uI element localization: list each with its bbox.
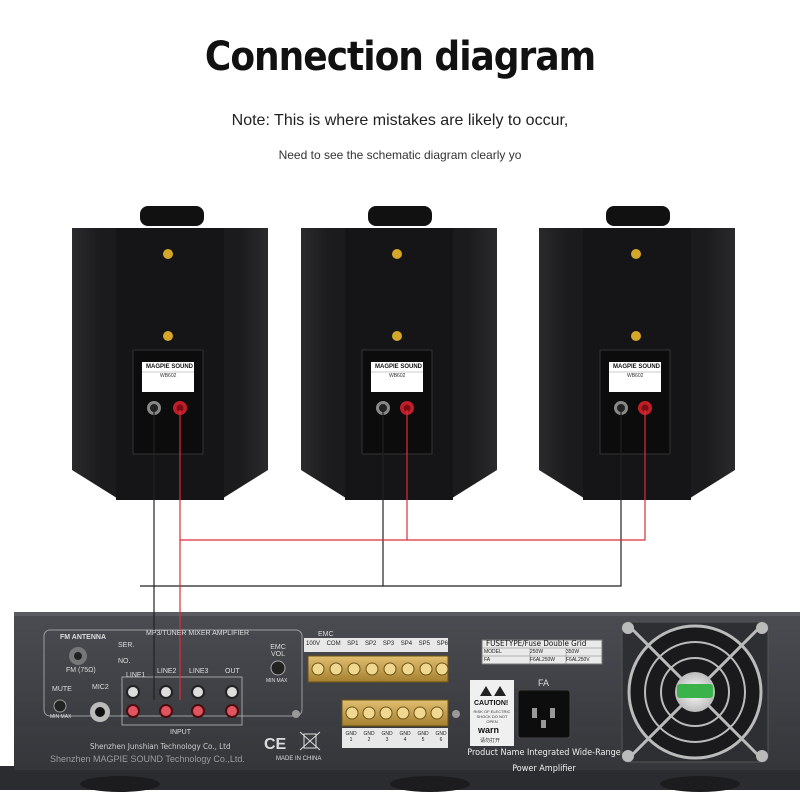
fm-antenna-label: FM ANTENNA <box>60 634 107 641</box>
out-label: OUT <box>225 668 240 675</box>
speaker-terminal-red[interactable] <box>400 401 414 415</box>
cooling-fan <box>621 621 769 763</box>
emc-volume-knob[interactable] <box>270 660 286 676</box>
mount-screw-icon <box>392 249 402 259</box>
serial-label: SER. <box>118 642 135 649</box>
number-label: NO. <box>118 658 131 665</box>
speaker-2 <box>301 206 497 500</box>
terminal-label: COM <box>326 641 341 647</box>
speaker-output-terminal-strip[interactable] <box>307 655 449 683</box>
gnd-label: GND 5 <box>417 731 429 743</box>
panel-title: MP3/TUNER MIXER AMPLIFIER <box>146 630 250 637</box>
terminal-label: SP4 <box>400 641 413 647</box>
emc-range-label: MIN MAX <box>266 678 288 684</box>
terminal-label: SP6 <box>436 641 448 647</box>
company-bottom: Shenzhen MAGPIE SOUND Technology Co.,Ltd… <box>50 754 245 764</box>
fuse-table-header: MODEL 250W 350W <box>484 649 600 655</box>
rca-jacks[interactable] <box>126 685 239 718</box>
fuse-cell: F6AL250V <box>566 657 590 663</box>
speaker-2-brand: MAGPIE SOUND <box>375 364 423 370</box>
page-title: Connection diagram <box>204 34 596 80</box>
fuse-table-title: FUSETYPE/Fuse Double Grid <box>486 639 587 648</box>
mount-screw-icon <box>631 249 641 259</box>
speaker-3-model: WB602 <box>627 373 644 379</box>
emc-label: EMC <box>318 631 334 638</box>
terminal-label: 100V <box>306 641 321 647</box>
mic2-jack[interactable] <box>90 702 110 722</box>
fuse-table-row: FA F6AL250W F6AL250V <box>484 657 600 663</box>
speaker-terminal-black[interactable] <box>147 401 161 415</box>
mount-screw-icon <box>163 331 173 341</box>
line1-label: LINE1 <box>126 672 146 679</box>
line2-label: LINE2 <box>157 668 177 675</box>
fuse-col: MODEL <box>484 649 502 655</box>
mount-screw-icon <box>163 249 173 259</box>
gnd-label: GND 3 <box>381 731 393 743</box>
fuse-cell: FA <box>484 657 491 663</box>
sub-note: Need to see the schematic diagram clearl… <box>278 148 522 162</box>
fm-ohm-label: FM (75Ω) <box>66 667 96 674</box>
speaker-3-brand: MAGPIE SOUND <box>613 364 661 370</box>
speaker-1-brand: MAGPIE SOUND <box>146 364 194 370</box>
speaker-1 <box>72 206 268 500</box>
gnd-label: GND 1 <box>345 731 357 743</box>
mute-label: MUTE <box>52 686 72 693</box>
made-in-label: MADE IN CHINA <box>276 756 322 762</box>
speaker-terminal-red[interactable] <box>638 401 652 415</box>
gnd-label: GND 4 <box>399 731 411 743</box>
terminal-label: SP2 <box>365 641 377 647</box>
fuse-cell: F6AL250W <box>530 657 556 663</box>
emc-vol-label: EMC VOL <box>270 644 286 658</box>
terminal-label: SP1 <box>347 641 359 647</box>
speaker-terminal-black[interactable] <box>376 401 390 415</box>
terminal-label: SP3 <box>382 641 395 647</box>
warning-note: Note: This is where mistakes are likely … <box>231 112 569 129</box>
fa-label: FA <box>538 678 550 688</box>
caution-text: RISK OF ELECTRIC SHOCK DO NOT OPEN <box>473 709 511 724</box>
speaker-terminal-black[interactable] <box>614 401 628 415</box>
mount-screw-icon <box>631 331 641 341</box>
gnd-label: GND 2 <box>363 731 375 743</box>
wiring <box>140 410 646 700</box>
product-name-line1: Product Name Integrated Wide-Range <box>467 748 621 758</box>
caution-label: CAUTION! <box>474 700 509 707</box>
mute-knob[interactable] <box>53 699 67 713</box>
speaker-2-model: WB602 <box>389 373 406 379</box>
gnd-terminal-strip[interactable] <box>341 699 449 727</box>
product-name-line2: Power Amplifier <box>512 764 576 774</box>
terminal-labels-top: 100V COM SP1 SP2 SP3 SP4 SP5 SP6 <box>306 641 448 647</box>
input-label: INPUT <box>170 729 191 736</box>
line3-label: LINE3 <box>189 668 209 675</box>
amplifier-rear-panel: CE <box>0 612 800 792</box>
ce-mark-icon: CE <box>264 736 287 753</box>
weee-bin-icon <box>299 731 321 751</box>
warn-cn-label: 请勿打开 <box>480 738 501 744</box>
fuse-col: 350W <box>566 649 580 655</box>
speaker-1-model: WB602 <box>160 373 177 379</box>
speaker-terminal-red[interactable] <box>173 401 187 415</box>
terminal-labels-bottom: GND 1 GND 2 GND 3 GND 4 GND 5 GND 6 <box>344 731 448 743</box>
mic2-label: MIC2 <box>92 684 109 691</box>
mount-screw-icon <box>392 331 402 341</box>
mute-range-label: MIN MAX <box>50 714 72 720</box>
warn-label: warn <box>478 725 500 735</box>
speaker-3 <box>539 206 735 500</box>
gnd-label: GND 6 <box>435 731 447 743</box>
terminal-label: SP5 <box>418 641 431 647</box>
company-overlay: Shenzhen Junshian Technology Co., Ltd <box>90 742 231 751</box>
fuse-col: 250W <box>530 649 544 655</box>
power-inlet[interactable] <box>517 689 571 739</box>
svg-text:CE: CE <box>264 736 287 753</box>
fm-antenna-jack[interactable] <box>69 647 87 665</box>
